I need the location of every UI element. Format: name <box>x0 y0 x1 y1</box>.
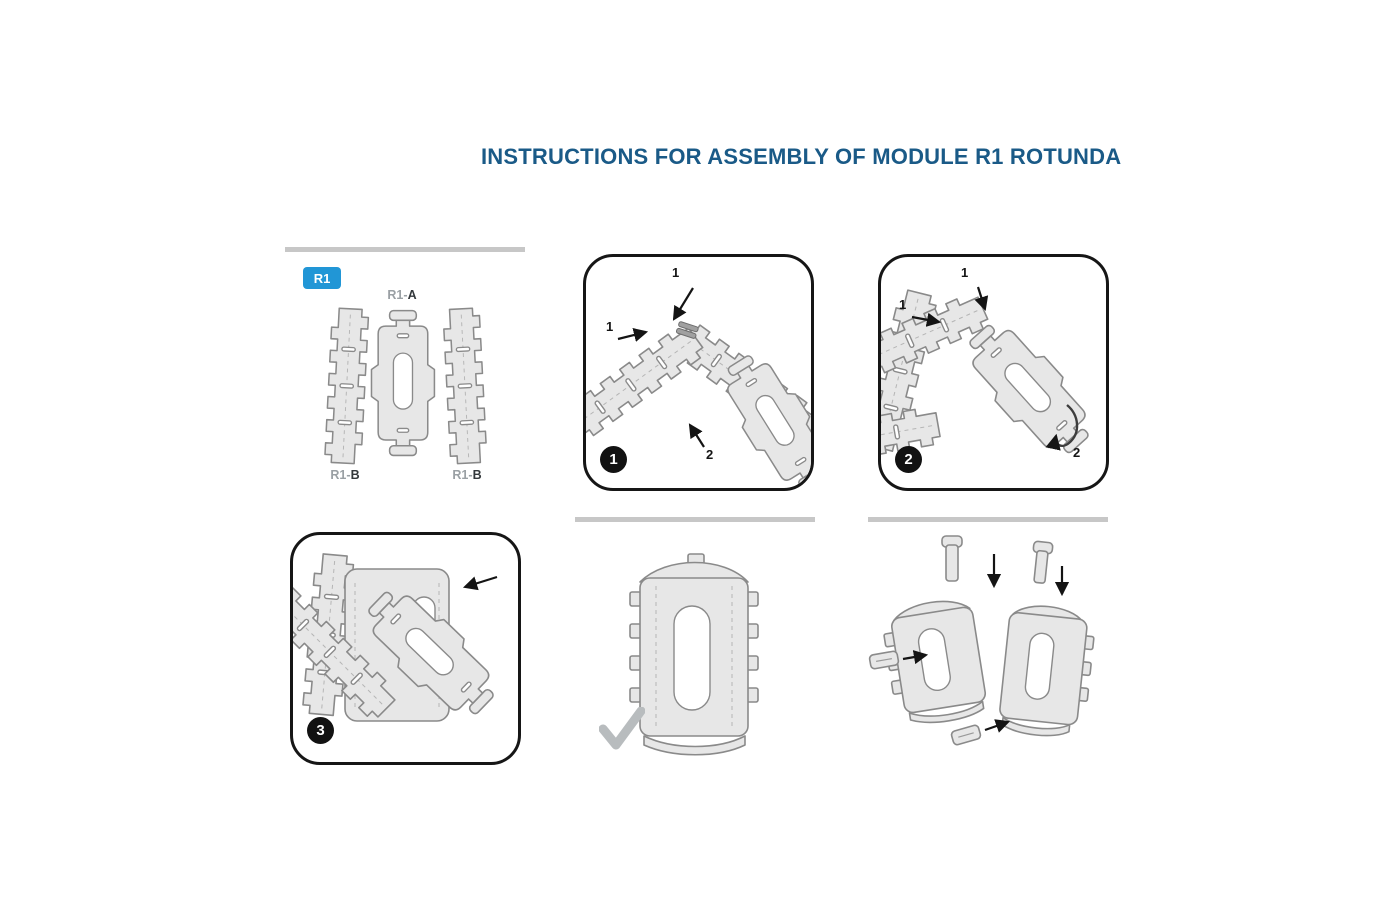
step-1-number-badge: 1 <box>600 446 627 473</box>
step-3-panel: 3 <box>290 532 521 765</box>
insert-arrow-bottom-icon <box>984 719 1011 733</box>
connector-tab-top-right <box>1032 540 1054 584</box>
joint-highlight <box>675 321 699 339</box>
module-slot <box>673 605 711 711</box>
part-b-left-prefix: R1- <box>330 468 351 482</box>
step2-piece-plate <box>953 310 1105 468</box>
connector-tab-left <box>868 650 900 670</box>
part-a-label: R1-A <box>372 288 432 302</box>
step-2-drawing <box>881 286 1105 472</box>
step1-piece-right <box>586 321 708 449</box>
step-2-panel: 1 1 2 2 <box>878 254 1109 491</box>
page-title: INSTRUCTIONS FOR ASSEMBLY OF MODULE R1 R… <box>481 144 1122 169</box>
module-right-drawing <box>999 605 1095 737</box>
rotate-hook-icon <box>1045 404 1079 451</box>
fold-arrow-icon <box>462 575 498 591</box>
connector-tab-top <box>941 535 963 582</box>
step1-arrow-label-bottom: 2 <box>706 447 714 462</box>
module-badge: R1 <box>303 267 341 289</box>
part-a-prefix: R1- <box>387 288 408 302</box>
step-2-number-badge: 2 <box>895 446 922 473</box>
part-b-right-label: R1-B <box>437 468 497 482</box>
step1-arrow-label-left: 1 <box>606 319 614 334</box>
divider-bar <box>285 247 525 252</box>
step-3-drawing <box>293 552 509 730</box>
assembled-module-drawing <box>629 553 759 756</box>
step1-arrow-label-top: 1 <box>672 265 680 280</box>
step2-arrow-label-top: 1 <box>961 265 969 280</box>
step2-arrow-label-bottom: 2 <box>1073 445 1081 460</box>
part-b-left-drawing <box>323 307 370 465</box>
divider-bar <box>868 517 1108 522</box>
part-b-right-letter: B <box>472 468 482 482</box>
connector-tab-bottom <box>950 724 982 746</box>
arrow-1-left-icon <box>911 312 942 327</box>
part-b-right-drawing <box>442 307 488 465</box>
arrow-1-top-icon <box>974 286 989 312</box>
step2-arrow-label-left: 1 <box>899 297 907 312</box>
final-module-panel <box>575 517 815 767</box>
parts-panel: R1 R1-A R1-B R1-B <box>285 247 525 497</box>
part-b-left-label: R1-B <box>315 468 375 482</box>
step-1-panel: 1 1 2 1 <box>583 254 814 491</box>
parts-drawing <box>323 307 488 465</box>
part-a-letter: A <box>407 288 417 302</box>
connection-panel <box>868 517 1108 767</box>
module-left-drawing <box>883 600 987 724</box>
part-b-left-letter: B <box>350 468 360 482</box>
step-1-drawing <box>586 287 811 488</box>
module-bottom-lip <box>643 735 746 756</box>
arrow-1-top-icon <box>672 287 694 321</box>
insert-arrow-left-icon <box>902 650 929 665</box>
arrow-2-bottom-icon <box>688 423 705 448</box>
connection-drawing <box>868 535 1095 746</box>
part-a-drawing <box>370 309 436 457</box>
module-top-face <box>639 561 749 583</box>
step-3-number-badge: 3 <box>307 717 334 744</box>
check-icon <box>599 707 645 750</box>
arrow-1-left-icon <box>617 328 649 342</box>
divider-bar <box>575 517 815 522</box>
part-b-right-prefix: R1- <box>452 468 473 482</box>
